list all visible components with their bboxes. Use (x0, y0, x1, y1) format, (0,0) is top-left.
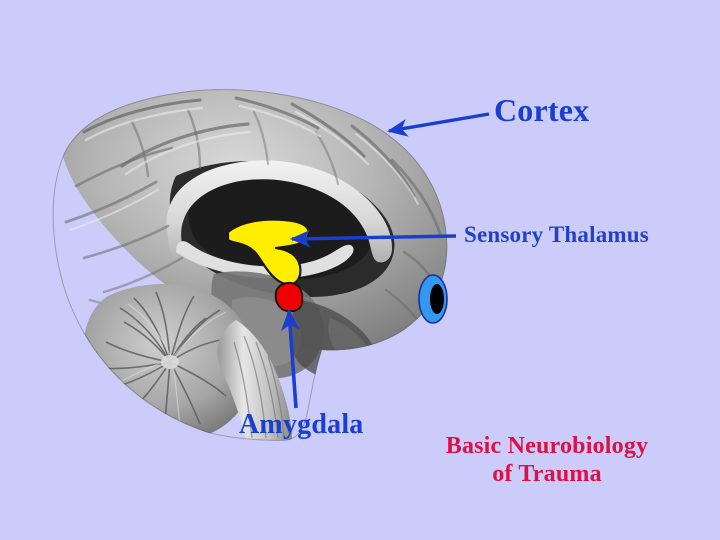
slide-title: Basic Neurobiology of Trauma (396, 432, 698, 489)
sensory-thalamus-arrow (289, 229, 457, 248)
sensory-thalamus-highlight (226, 218, 310, 286)
brain-sagittal-image (52, 89, 448, 441)
slide-title-line-2: of Trauma (492, 461, 602, 488)
slide-title-line-1: Basic Neurobiology (445, 433, 649, 459)
eye-icon (418, 274, 448, 324)
label-cortex: Cortex (494, 92, 590, 128)
amygdala-highlight (274, 281, 304, 313)
label-amygdala: Amygdala (239, 409, 364, 440)
cortex-arrow (386, 112, 490, 137)
amygdala-arrow (281, 308, 300, 409)
label-sensory-thalamus: Sensory Thalamus (464, 222, 649, 247)
